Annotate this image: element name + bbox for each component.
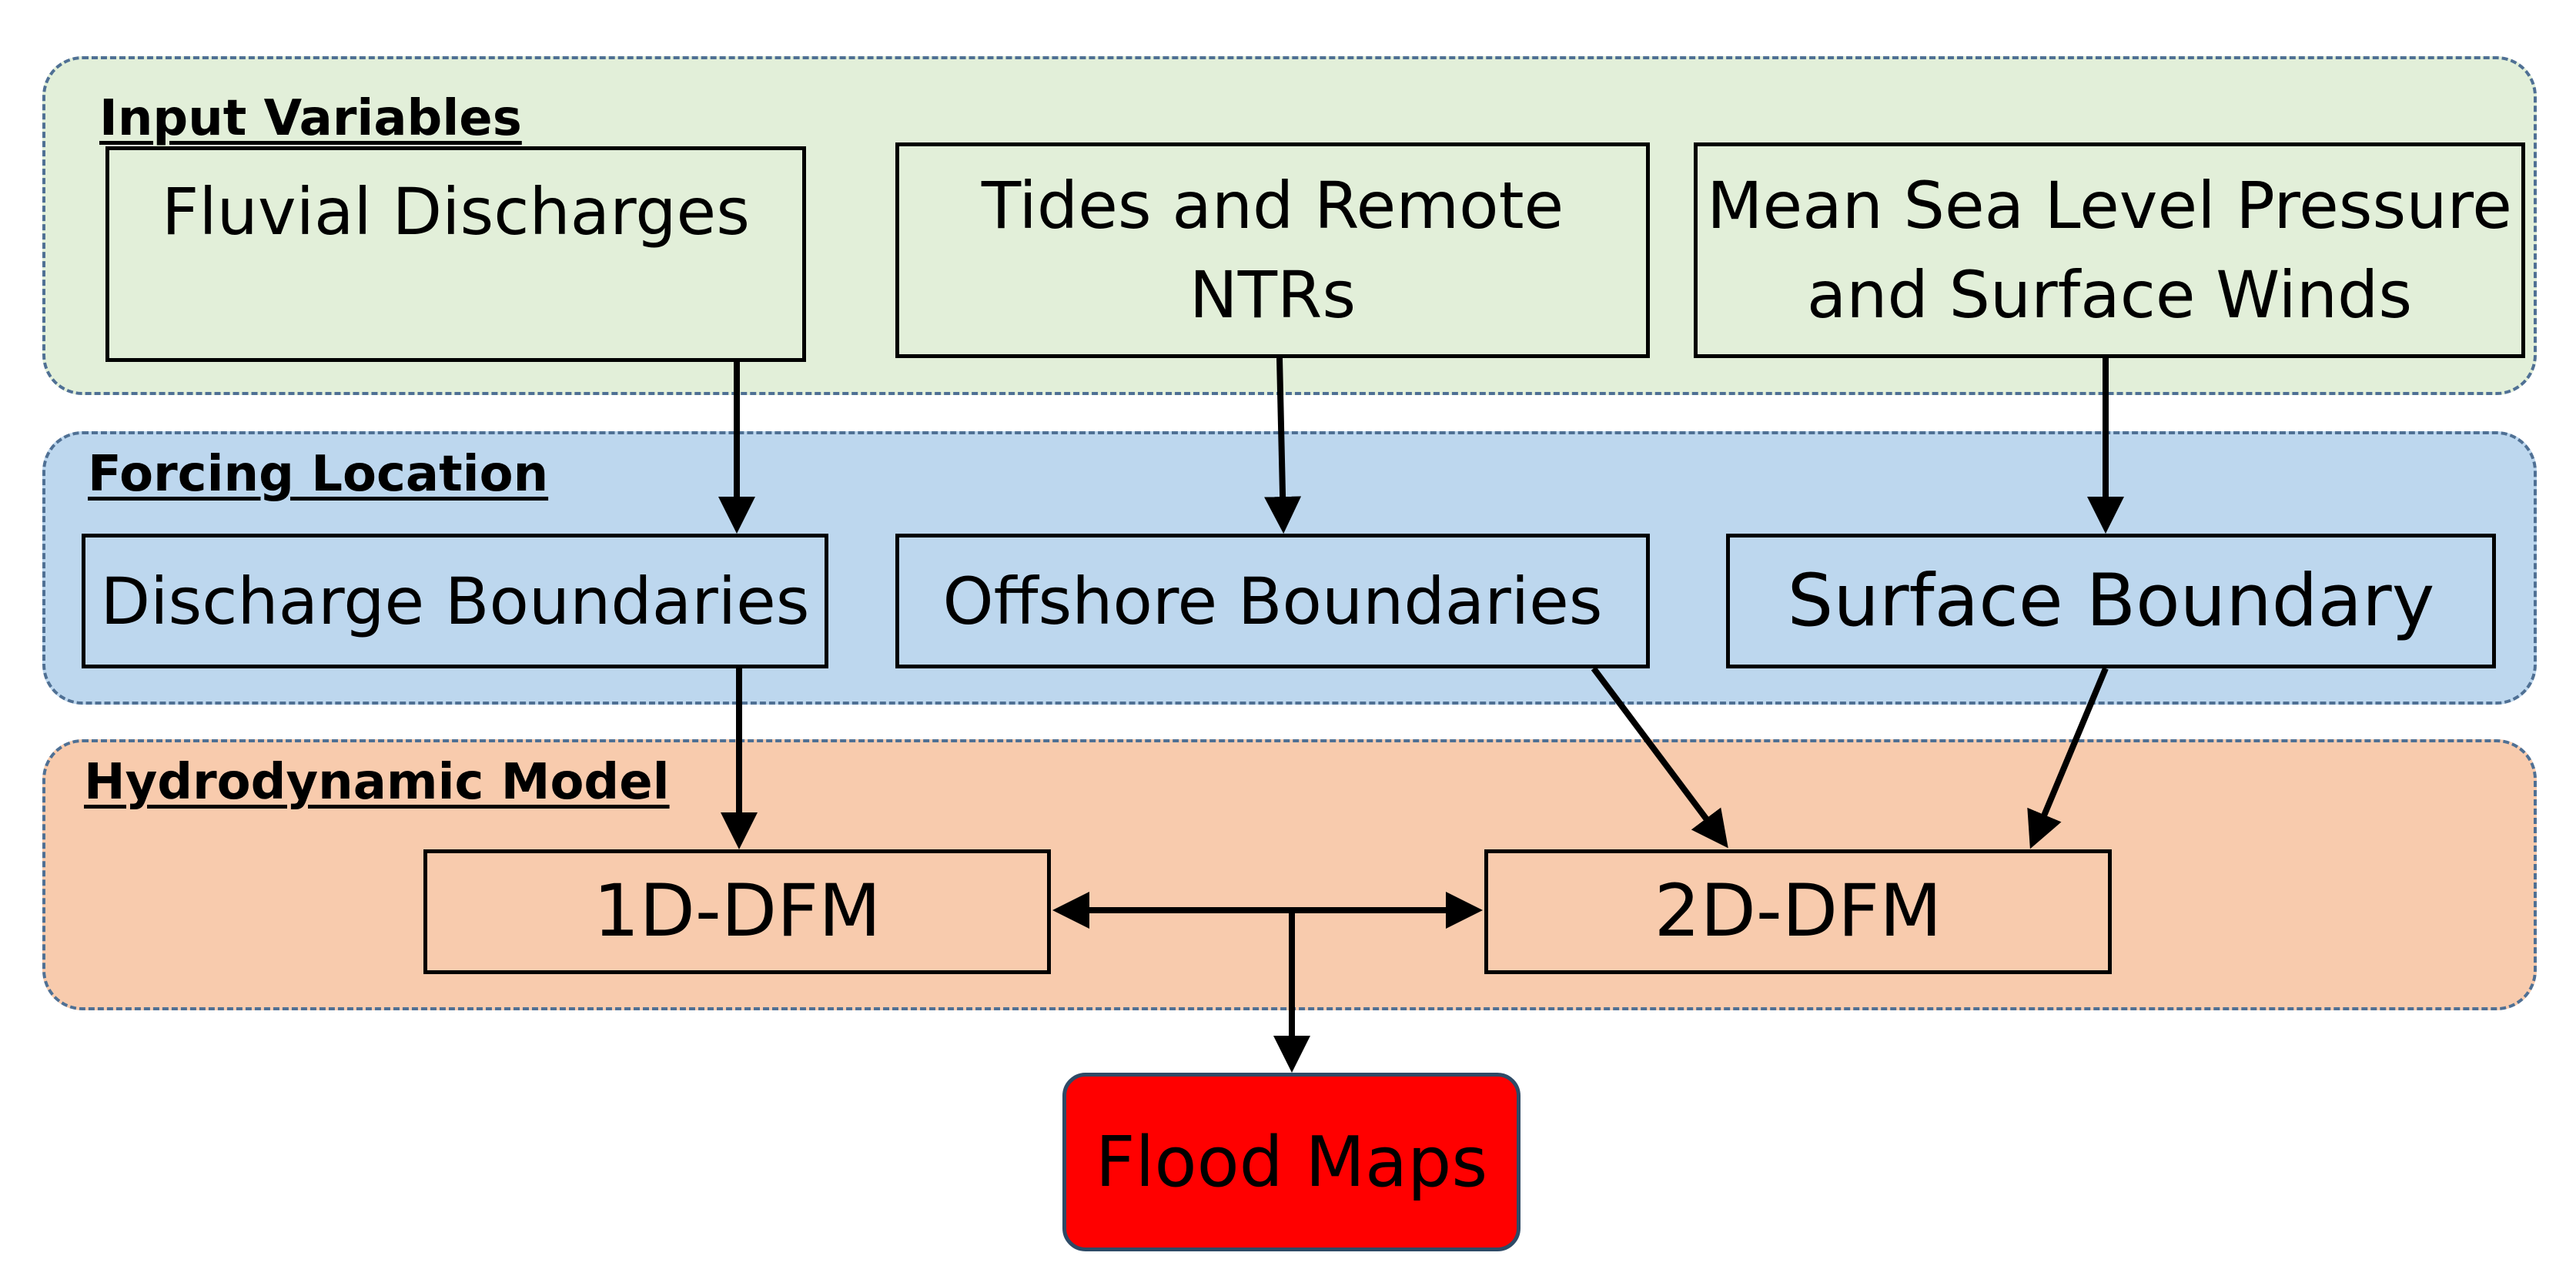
model-2d-dfm-box: 2D-DFM bbox=[1484, 849, 2112, 974]
pressure-winds-label: Mean Sea Level Pressure and Surface Wind… bbox=[1707, 168, 2512, 333]
discharge-boundaries-label: Discharge Boundaries bbox=[100, 563, 810, 639]
model-2d-dfm-label: 2D-DFM bbox=[1654, 869, 1942, 953]
forcing-location-title: Forcing Location bbox=[88, 446, 549, 503]
input-variables-title: Input Variables bbox=[99, 90, 522, 147]
arrow-offshore-to-2d bbox=[1591, 666, 1728, 849]
fluvial-discharges-box: Fluvial Discharges bbox=[105, 146, 806, 362]
tides-ntrs-label: Tides and Remote NTRs bbox=[981, 168, 1564, 333]
arrow-surface-to-2d bbox=[2027, 667, 2109, 849]
offshore-boundaries-box: Offshore Boundaries bbox=[895, 534, 1650, 668]
discharge-boundaries-box: Discharge Boundaries bbox=[82, 534, 828, 668]
offshore-boundaries-label: Offshore Boundaries bbox=[942, 563, 1603, 639]
surface-boundary-box: Surface Boundary bbox=[1726, 534, 2496, 668]
model-1d-dfm-box: 1D-DFM bbox=[423, 849, 1051, 974]
hydrodynamic-model-title: Hydrodynamic Model bbox=[84, 754, 670, 811]
arrow-tides-to-offshore bbox=[1264, 357, 1302, 534]
tides-ntrs-box: Tides and Remote NTRs bbox=[895, 142, 1650, 358]
surface-boundary-label: Surface Boundary bbox=[1787, 558, 2435, 643]
pressure-winds-box: Mean Sea Level Pressure and Surface Wind… bbox=[1694, 142, 2525, 358]
flood-maps-label: Flood Maps bbox=[1095, 1121, 1488, 1203]
model-1d-dfm-label: 1D-DFM bbox=[593, 869, 882, 953]
fluvial-discharges-label: Fluvial Discharges bbox=[162, 174, 750, 249]
flood-maps-box: Flood Maps bbox=[1062, 1073, 1521, 1251]
